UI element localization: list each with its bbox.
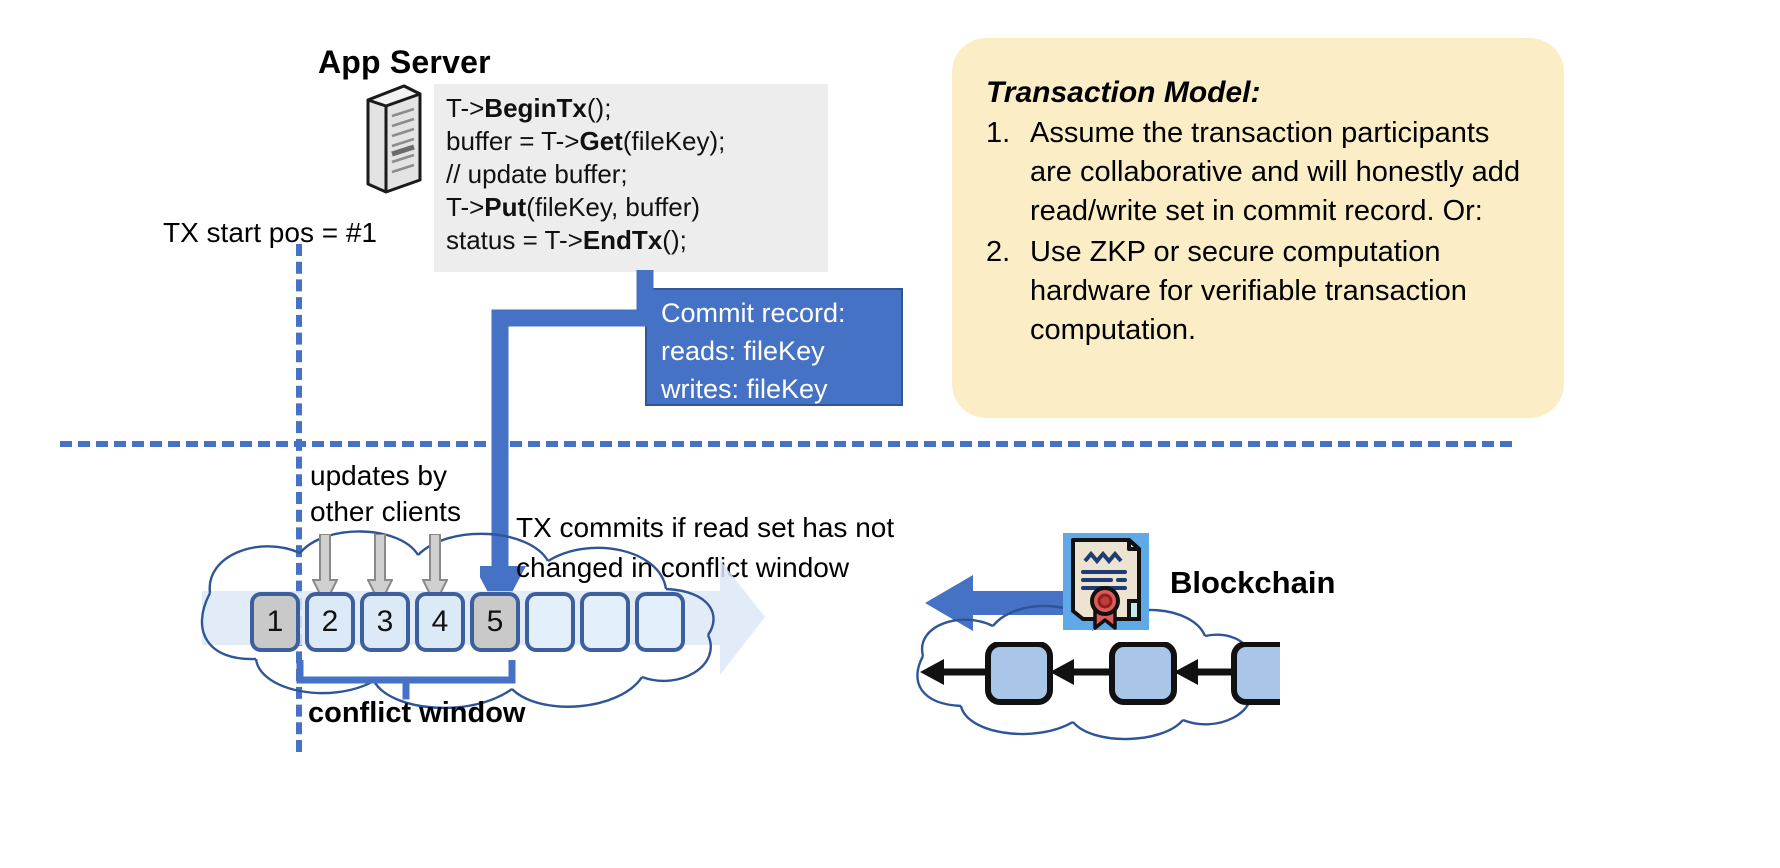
app-server-code-panel: T->BeginTx(); buffer = T->Get(fileKey); … (434, 84, 828, 272)
client-server-divider (60, 441, 1512, 447)
tx-start-pos-label: TX start pos = #1 (163, 217, 377, 248)
list-text: Assume the transaction participants are … (1030, 117, 1521, 227)
updates-label-line2: other clients (310, 496, 461, 527)
bidirectional-sync-arrow (925, 573, 1140, 633)
log-cell-row: 1 2 3 4 5 (250, 592, 685, 652)
log-cell[interactable] (525, 592, 575, 652)
updates-by-other-clients-label: updates by other clients (310, 458, 461, 530)
transaction-model-item: 2. Use ZKP or secure computation hardwar… (986, 233, 1538, 350)
log-cell[interactable]: 3 (360, 592, 410, 652)
code-line: buffer = T->Get(fileKey); (446, 126, 726, 156)
tx-start-dashed-line (296, 244, 302, 752)
updates-label-line1: updates by (310, 460, 447, 491)
log-cell[interactable]: 2 (305, 592, 355, 652)
server-icon (364, 84, 424, 194)
transaction-model-note: Transaction Model: 1. Assume the transac… (952, 38, 1564, 418)
commits-label-line2: changed in conflict window (516, 552, 850, 583)
commit-record-line: writes: fileKey (661, 374, 828, 404)
code-line: T->Put(fileKey, buffer) (446, 192, 701, 222)
app-server-title: App Server (318, 44, 491, 80)
commit-record-line: Commit record: (661, 298, 846, 328)
tx-commits-condition-label: TX commits if read set has not changed i… (516, 508, 894, 588)
blockchain-block-chain (920, 641, 1299, 712)
log-cell[interactable] (635, 592, 685, 652)
code-line: // update buffer; (446, 159, 628, 189)
conflict-window-brace (296, 658, 524, 702)
log-cell[interactable]: 4 (415, 592, 465, 652)
certificate-icon (1063, 533, 1149, 630)
log-cell[interactable]: 5 (470, 592, 520, 652)
transaction-model-item: 1. Assume the transaction participants a… (986, 114, 1538, 231)
code-line: status = T->EndTx(); (446, 225, 687, 255)
log-cell[interactable]: 1 (250, 592, 300, 652)
commits-label-line1: TX commits if read set has not (516, 512, 895, 543)
commit-record-line: reads: fileKey (661, 336, 825, 366)
list-number: 2. (986, 236, 1011, 268)
list-number: 1. (986, 117, 1011, 149)
code-line: T->BeginTx(); (446, 93, 612, 123)
log-cell[interactable] (580, 592, 630, 652)
transaction-model-title: Transaction Model: (986, 76, 1261, 109)
list-text: Use ZKP or secure computation hardware f… (1030, 236, 1467, 346)
conflict-window-label: conflict window (308, 697, 526, 729)
blockchain-label: Blockchain (1170, 565, 1336, 600)
commit-record-box: Commit record: reads: fileKey writes: fi… (645, 288, 903, 406)
commit-flow-arrow (474, 270, 680, 630)
